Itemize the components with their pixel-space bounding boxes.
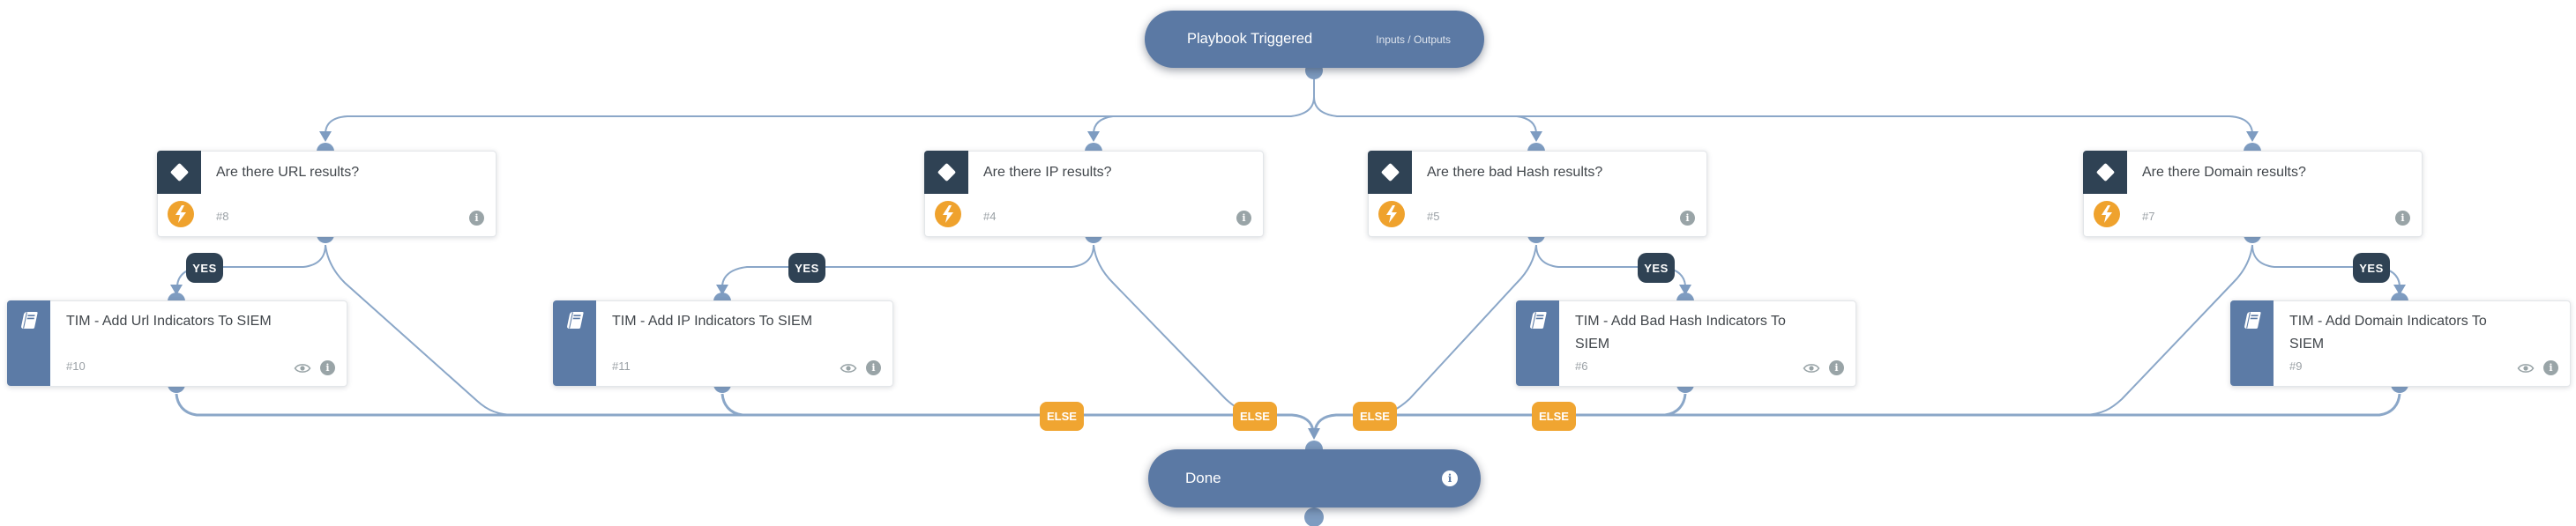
task-title: TIM - Add Url Indicators To SIEM [66,314,272,329]
playbook-type-bar [1516,300,1559,386]
else-edge-label-url: ELSE [1040,402,1084,431]
task-title: TIM - Add Bad Hash Indicators To SIEM [1575,314,1786,352]
eye-icon[interactable] [2517,362,2535,374]
else-edge-label-domain: ELSE [1532,402,1576,431]
task-id: #7 [2142,210,2155,223]
diamond-icon [169,162,189,182]
task-id: #5 [1427,210,1440,223]
info-icon[interactable]: i [866,360,881,375]
condition-type-header [157,151,201,194]
task-id: #4 [983,210,997,223]
task-id: #9 [2289,359,2303,373]
book-icon [21,312,38,329]
lightning-icon [1378,201,1405,227]
book-icon [2244,312,2261,329]
yes-edge-label-ip: YES [788,253,825,283]
info-icon[interactable]: i [1442,470,1458,486]
else-edge-label-bad-hash: ELSE [1353,402,1397,431]
lightning-icon [935,201,961,227]
task-id: #10 [66,359,86,373]
lightning-icon [168,201,194,227]
playbook-type-bar [2230,300,2274,386]
diamond-icon [1380,162,1400,182]
playbook-type-bar [7,300,50,386]
trigger-node[interactable]: Playbook Triggered Inputs / Outputs [1145,11,1484,68]
info-icon[interactable]: i [1680,211,1695,226]
done-title: Done [1185,470,1221,486]
task-title: TIM - Add IP Indicators To SIEM [612,314,813,329]
eye-icon[interactable] [294,362,311,374]
condition-title: Are there IP results? [983,165,1112,180]
yes-edge-label-domain: YES [2353,253,2390,283]
condition-node-ip[interactable]: Are there IP results? #4 i [924,151,1264,237]
lightning-icon [2094,201,2120,227]
else-edge-label-ip: ELSE [1233,402,1277,431]
condition-node-domain[interactable]: Are there Domain results? #7 i [2083,151,2423,237]
done-node[interactable]: Done i [1148,449,1481,507]
task-node-add-domain-indicators[interactable]: TIM - Add Domain Indicators To SIEM #9 i [2230,300,2571,387]
info-icon[interactable]: i [320,360,335,375]
condition-type-header [924,151,968,194]
task-node-add-ip-indicators[interactable]: TIM - Add IP Indicators To SIEM #11 i [553,300,893,387]
task-node-add-url-indicators[interactable]: TIM - Add Url Indicators To SIEM #10 i [7,300,347,387]
playbook-type-bar [553,300,596,386]
condition-node-url[interactable]: Are there URL results? #8 i [157,151,497,237]
yes-edge-label-bad-hash: YES [1638,253,1675,283]
trigger-title: Playbook Triggered [1187,31,1313,47]
info-icon[interactable]: i [2543,360,2558,375]
eye-icon[interactable] [1803,362,1820,374]
inputs-outputs-link[interactable]: Inputs / Outputs [1376,33,1451,46]
condition-node-bad-hash[interactable]: Are there bad Hash results? #5 i [1368,151,1707,237]
condition-type-header [2083,151,2127,194]
yes-edge-label-url: YES [186,253,223,283]
book-icon [1530,312,1547,329]
info-icon[interactable]: i [469,211,484,226]
condition-title: Are there bad Hash results? [1427,165,1603,180]
info-icon[interactable]: i [1236,211,1251,226]
diamond-icon [2095,162,2115,182]
eye-icon[interactable] [840,362,857,374]
info-icon[interactable]: i [2395,211,2410,226]
task-id: #11 [612,359,631,373]
condition-type-header [1368,151,1412,194]
book-icon [567,312,584,329]
task-id: #8 [216,210,229,223]
info-icon[interactable]: i [1829,360,1844,375]
task-title: TIM - Add Domain Indicators To SIEM [2289,314,2487,352]
condition-title: Are there Domain results? [2142,165,2306,180]
diamond-icon [937,162,956,182]
task-node-add-bad-hash-indicators[interactable]: TIM - Add Bad Hash Indicators To SIEM #6… [1516,300,1856,387]
task-id: #6 [1575,359,1588,373]
condition-title: Are there URL results? [216,165,360,180]
